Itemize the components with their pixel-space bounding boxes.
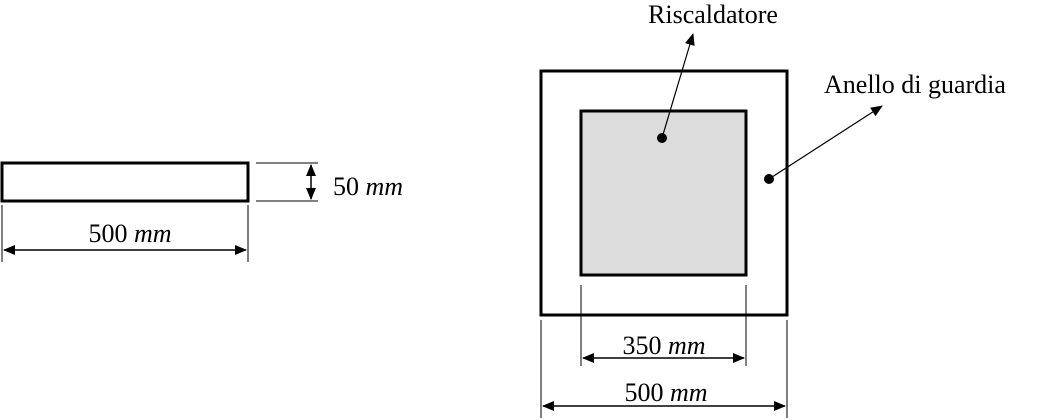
inner-width-value: 350 [622,331,661,360]
slab-side-view [0,161,250,203]
guard-ring-leader-line [768,105,883,180]
guard-ring-outline [539,69,789,317]
slab-width-label: 500 mm [88,219,171,248]
inner-width-unit: mm [668,331,706,360]
side-view: 50 mm 500 mm [0,161,403,262]
slab-width-unit: mm [134,219,172,248]
guard-ring-label: Anello di guardia [824,70,1006,99]
outer-width-label: 500 mm [624,378,707,407]
slab-width-value: 500 [88,219,127,248]
top-view: Riscaldatore Anello di guardia 350 mm 50… [539,0,1006,418]
outer-width-unit: mm [670,378,708,407]
inner-width-label: 350 mm [622,331,705,360]
thickness-unit: mm [366,172,404,201]
thickness-label: 50 mm [333,172,403,201]
heater-label: Riscaldatore [648,0,778,29]
thickness-value: 50 [333,172,359,201]
outer-width-value: 500 [624,378,663,407]
heater-leader-line [661,33,695,139]
